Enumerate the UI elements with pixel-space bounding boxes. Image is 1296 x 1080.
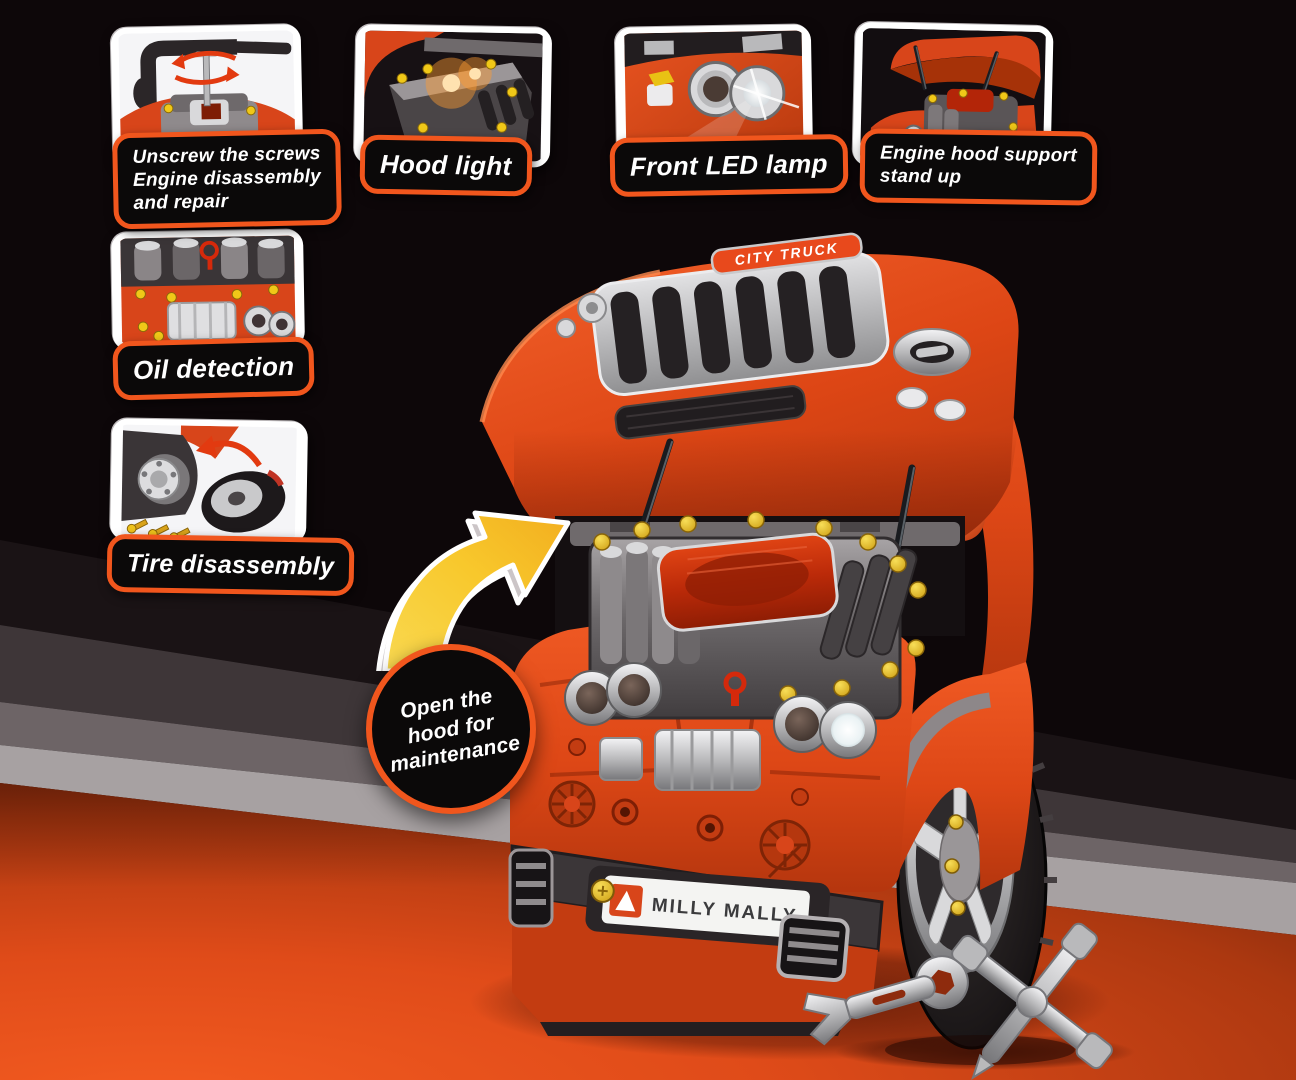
oil-ring-icon (199, 240, 219, 270)
headlights-right (773, 695, 877, 759)
carburetor (654, 729, 761, 791)
rotate-arrows-icon (171, 50, 240, 85)
fog-lamps (548, 780, 811, 879)
feature-label-tire: Tire disassembly (106, 533, 355, 597)
oil-dipstick-ring (723, 671, 747, 706)
bumper-vent-left (508, 848, 554, 928)
open-end-wrench-icon (802, 955, 969, 1046)
callout-text: Open the hood for maintenance (379, 680, 523, 779)
feature-label-line: Engine disassembly (132, 165, 322, 191)
wheel-bolts (944, 814, 966, 916)
feature-label-unscrew: Unscrew the screws Engine disassembly an… (112, 128, 343, 230)
headlight-icon (661, 61, 800, 160)
feature-photo-oil (110, 229, 306, 351)
tow-hook-right (791, 788, 809, 806)
tire-icon (201, 469, 286, 533)
feature-label-line: and repair (133, 190, 229, 214)
glow-icon (425, 56, 492, 109)
roof-grille: CITY TRUCK (590, 232, 890, 440)
feature-label-line: Oil detection (132, 350, 295, 386)
feature-label-front-led: Front LED lamp (609, 133, 849, 198)
feature-label-line: Hood light (379, 148, 512, 182)
engine-block (587, 511, 927, 791)
feature-label-oil: Oil detection (112, 336, 316, 401)
callout-badge: Open the hood for maintenance (366, 644, 536, 814)
feature-label-hood-light: Hood light (359, 134, 533, 197)
feature-photo-front-led (614, 24, 814, 168)
toy-truck: CITY TRUCK (479, 232, 1113, 1080)
feature-label-line: Tire disassembly (126, 549, 335, 581)
wheel-hub-icon (137, 457, 181, 501)
feature-photo-tire (109, 418, 309, 544)
hood-vent (614, 385, 807, 440)
tire-arrow-icon (196, 435, 262, 468)
hood-dials (556, 293, 971, 421)
feature-label-line: Engine hood support (880, 142, 1078, 167)
feature-label-hood-support: Engine hood support stand up (859, 128, 1098, 206)
engine-red-cover (656, 532, 839, 632)
hood-icon (890, 35, 1041, 99)
curved-arrow-icon (376, 510, 571, 671)
carry-handle-icon (133, 39, 292, 126)
tow-hook-left (568, 738, 586, 756)
cross-wrench-icon (951, 922, 1113, 1080)
wheel-shadow (885, 1035, 1075, 1065)
headlights-left (564, 662, 662, 726)
front-bumper: MILLY MALLY (508, 844, 884, 1036)
feature-photo-hood-light (353, 24, 553, 168)
feature-label-line: Front LED lamp (629, 148, 829, 182)
feature-label-line: stand up (879, 165, 962, 188)
bumper-vent-right (776, 914, 850, 983)
